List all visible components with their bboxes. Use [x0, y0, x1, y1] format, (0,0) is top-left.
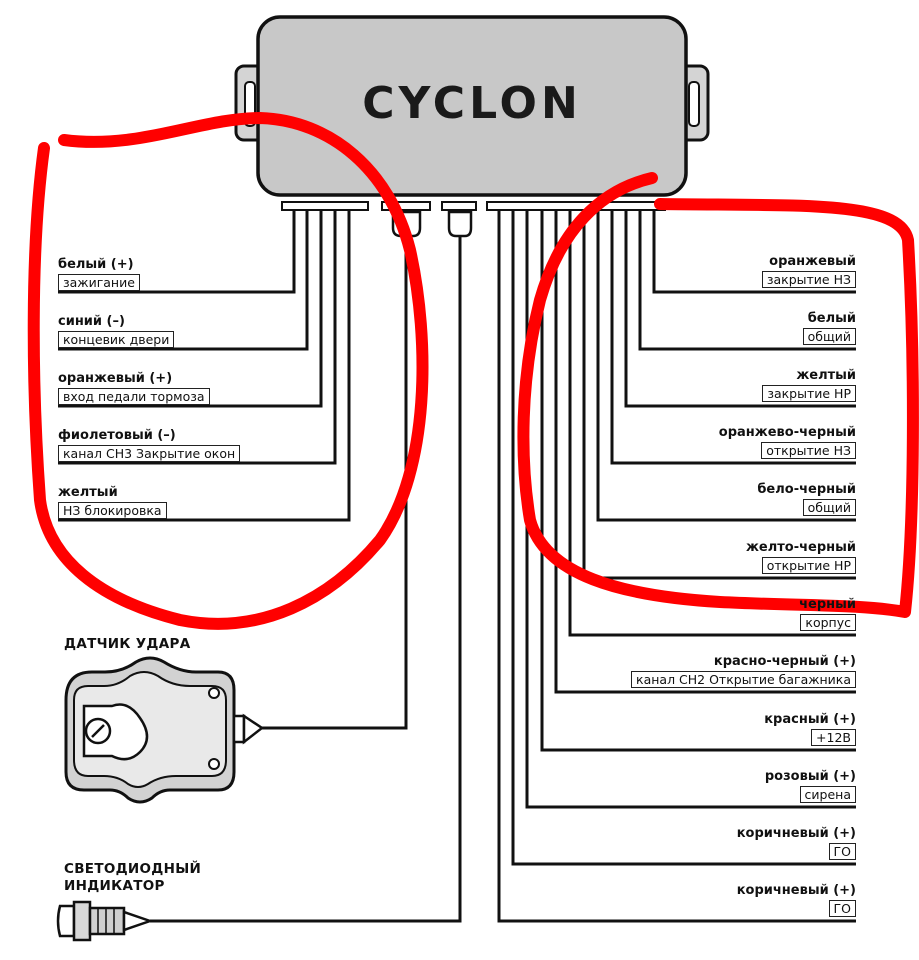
wire-right-5	[596, 210, 856, 522]
wire-right-1	[652, 210, 856, 294]
wire-desc: +12В	[811, 729, 856, 746]
wire-desc: НЗ блокировка	[58, 502, 167, 519]
connector-shock	[381, 201, 431, 211]
wire-right-8	[554, 210, 856, 694]
wire-desc: закрытие НР	[762, 385, 856, 402]
wire-led	[150, 236, 462, 923]
annotation-left-loop	[27, 112, 429, 630]
control-unit-body	[256, 15, 688, 197]
wire-desc: корпус	[800, 614, 856, 631]
plug-led	[447, 210, 473, 238]
wire-name: красно-черный (+)	[713, 654, 856, 669]
wire-name: розовый (+)	[764, 769, 856, 784]
right-wire-label-12: коричневый (+) ГО	[737, 882, 856, 918]
right-wire-label-9: красный (+) +12В	[764, 711, 856, 747]
left-wire-label-4: фиолетовый (–) канал СН3 Закрытие окон	[58, 427, 241, 463]
right-wire-label-1: оранжевый закрытие НЗ	[761, 253, 856, 289]
right-wire-label-8: красно-черный (+) канал СН2 Открытие баг…	[631, 653, 856, 689]
shock-sensor-title: ДАТЧИК УДАРА	[64, 636, 191, 652]
wire-name: желтый	[58, 485, 118, 500]
right-wire-label-5: бело-черный общий	[757, 481, 856, 517]
wire-name: коричневый (+)	[736, 826, 856, 841]
left-wires	[58, 210, 351, 522]
wire-left-5	[58, 210, 351, 522]
wire-name: оранжевый (+)	[58, 371, 173, 386]
wire-desc: закрытие НЗ	[761, 271, 856, 288]
wire-name: бело-черный	[757, 482, 856, 497]
led-indicator-title-line2: ИНДИКАТОР	[64, 878, 165, 894]
wire-name: синий (–)	[58, 314, 125, 329]
wire-right-2	[638, 210, 856, 351]
wire-desc: общий	[802, 328, 856, 345]
led-indicator-title-line1: СВЕТОДИОДНЫЙ	[64, 861, 202, 877]
wire-right-4	[610, 210, 856, 465]
wire-name: коричневый (+)	[736, 883, 856, 898]
wire-left-2	[58, 210, 309, 351]
connector-right	[486, 201, 666, 211]
wire-right-7	[568, 210, 856, 637]
wire-right-12	[497, 210, 856, 923]
annotation-right-loop	[517, 172, 919, 618]
wire-right-11	[511, 210, 856, 866]
wire-name: красный (+)	[764, 712, 856, 727]
wire-name: оранжево-черный	[718, 425, 856, 440]
wire-desc: открытие НЗ	[761, 442, 856, 459]
wire-desc: ГО	[828, 900, 856, 917]
right-wire-label-6: желто-черный открытие НР	[746, 539, 856, 575]
wire-right-9	[540, 210, 856, 752]
left-wire-label-3: оранжевый (+) вход педали тормоза	[58, 370, 210, 406]
led-indicator-device	[56, 900, 154, 942]
wire-desc: общий	[802, 499, 856, 516]
right-wire-label-7: черный корпус	[799, 596, 856, 632]
wire-name: оранжевый	[769, 254, 856, 269]
connector-led	[441, 201, 477, 211]
wire-name: желто-черный	[745, 540, 856, 555]
right-wire-label-4: оранжево-черный открытие НЗ	[719, 424, 856, 460]
wire-name: фиолетовый (–)	[58, 428, 176, 443]
wire-left-4	[58, 210, 337, 465]
wire-shock-sensor	[262, 236, 408, 730]
wire-desc: канал СН2 Открытие багажника	[631, 671, 856, 688]
connector-left	[281, 201, 369, 211]
left-wire-label-2: синий (–) концевик двери	[58, 313, 175, 349]
wire-name: черный	[799, 597, 856, 612]
wire-desc: зажигание	[58, 274, 140, 291]
right-wire-label-3: желтый закрытие НР	[762, 367, 856, 403]
shock-sensor-device	[64, 656, 265, 804]
wire-desc: концевик двери	[58, 331, 175, 348]
right-wires	[497, 210, 856, 923]
wire-desc: сирена	[799, 786, 856, 803]
wire-left-1	[58, 210, 296, 294]
wire-name: белый	[807, 311, 856, 326]
wire-left-3	[58, 210, 323, 408]
right-wire-label-11: коричневый (+) ГО	[737, 825, 856, 861]
wire-name: белый (+)	[58, 257, 134, 272]
right-wire-label-2: белый общий	[802, 310, 856, 346]
wire-desc: канал СН3 Закрытие окон	[58, 445, 241, 462]
left-wire-label-1: белый (+) зажигание	[58, 256, 140, 292]
wire-right-3	[624, 210, 856, 408]
wire-desc: ГО	[828, 843, 856, 860]
wire-desc: открытие НР	[761, 557, 856, 574]
wire-name: желтый	[796, 368, 856, 383]
left-wire-label-5: желтый НЗ блокировка	[58, 484, 167, 520]
wire-desc: вход педали тормоза	[58, 388, 210, 405]
brand-logo: CYCLON	[362, 78, 582, 129]
right-wire-label-10: розовый (+) сирена	[765, 768, 856, 804]
